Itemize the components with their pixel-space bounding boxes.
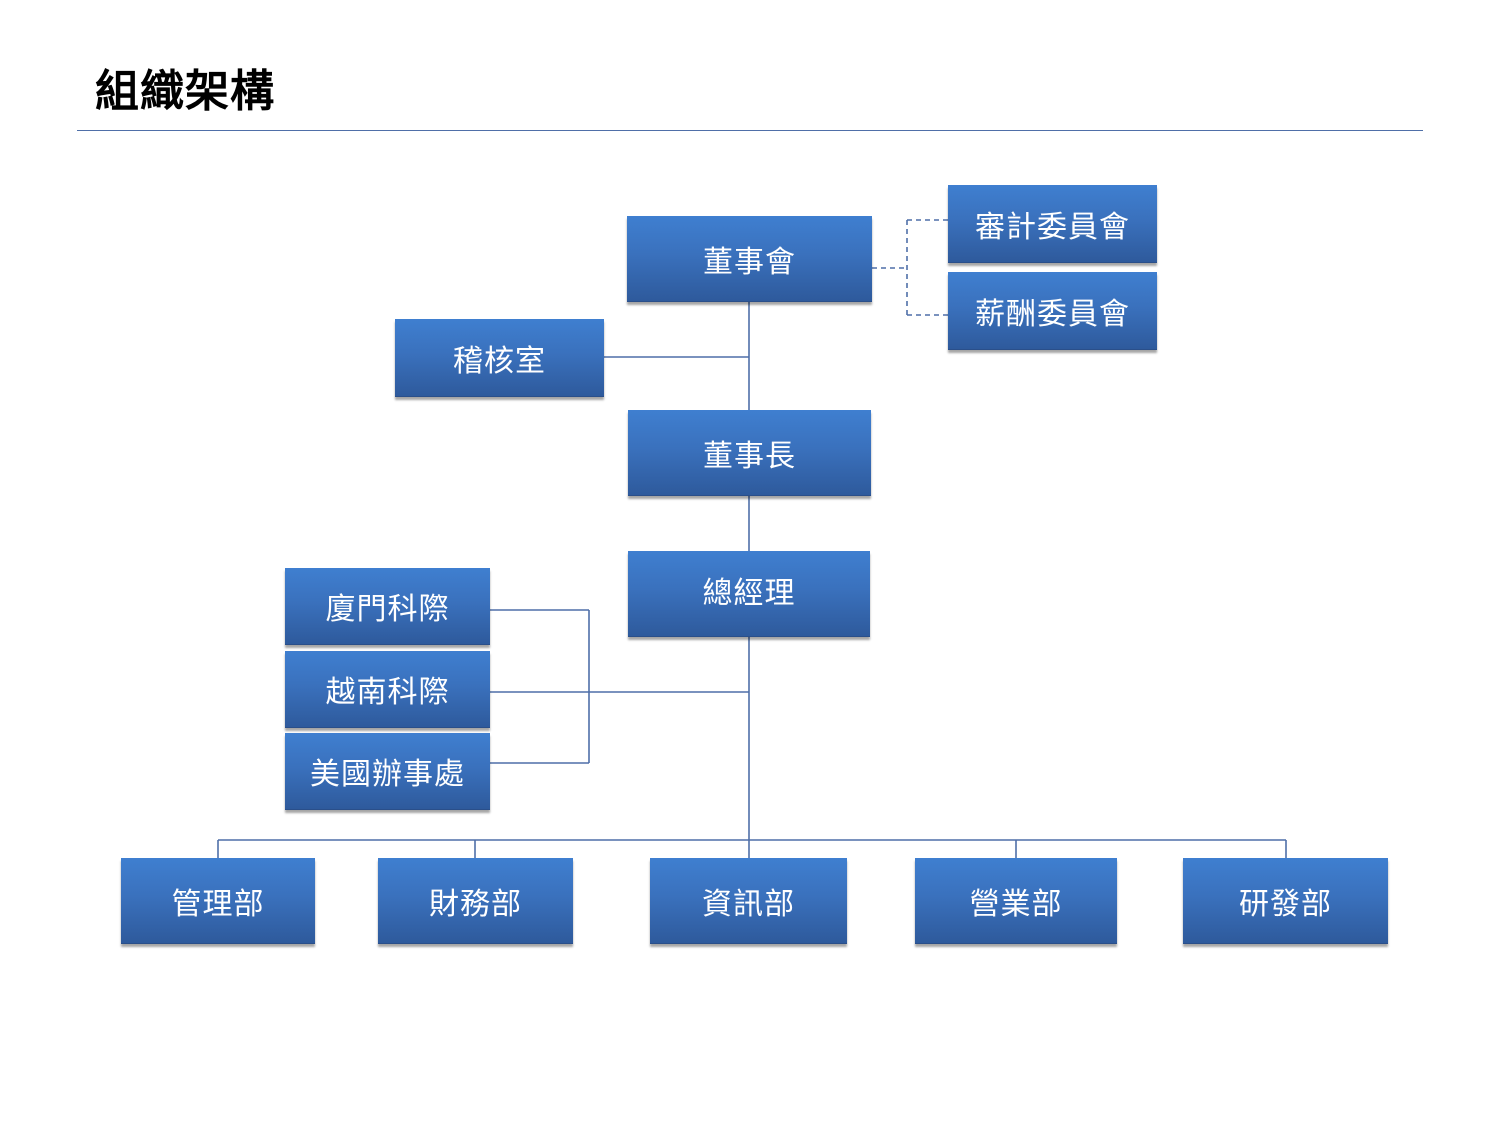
node-audit-committee: 審計委員會 (948, 185, 1157, 263)
node-vietnam: 越南科際 (285, 651, 490, 728)
node-general-manager: 總經理 (628, 551, 870, 637)
node-board: 董事會 (627, 216, 872, 302)
node-chairman: 董事長 (628, 410, 871, 496)
node-compensation-committee: 薪酬委員會 (948, 272, 1157, 350)
node-management-dept: 管理部 (121, 858, 315, 944)
title-divider (77, 130, 1423, 131)
node-sales-dept: 營業部 (915, 858, 1117, 944)
node-us-office: 美國辦事處 (285, 733, 490, 810)
node-rd-dept: 研發部 (1183, 858, 1388, 944)
node-it-dept: 資訊部 (650, 858, 847, 944)
node-finance-dept: 財務部 (378, 858, 573, 944)
page-title: 組織架構 (95, 66, 275, 117)
node-internal-audit: 稽核室 (395, 319, 604, 397)
node-xiamen: 廈門科際 (285, 568, 490, 645)
